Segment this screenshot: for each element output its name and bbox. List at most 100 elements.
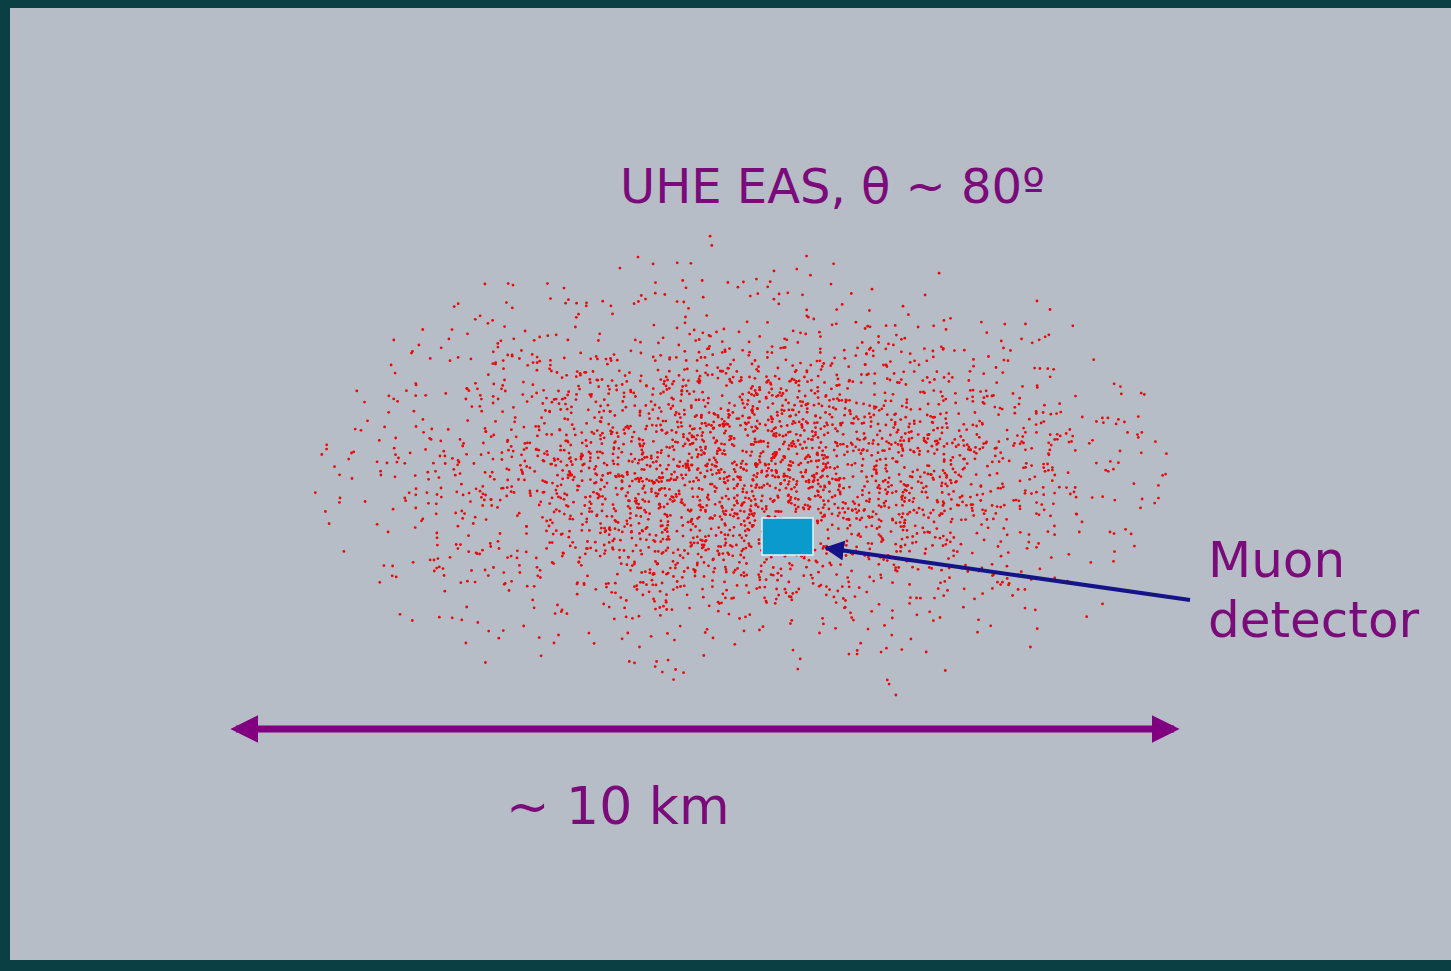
- muon-dot: [1013, 406, 1016, 409]
- muon-dot: [878, 518, 881, 521]
- muon-dot: [787, 402, 790, 405]
- muon-dot: [963, 349, 966, 352]
- muon-dot: [725, 510, 728, 513]
- muon-dot: [596, 379, 599, 382]
- muon-dot: [645, 527, 648, 530]
- muon-dot: [1074, 486, 1077, 489]
- muon-dot: [704, 535, 707, 538]
- muon-dot: [1067, 471, 1070, 474]
- muon-dot: [746, 517, 749, 520]
- muon-dot: [918, 453, 921, 456]
- muon-dot: [748, 513, 751, 516]
- muon-dot: [1109, 531, 1112, 534]
- muon-dot: [940, 569, 943, 572]
- muon-dot: [568, 518, 571, 521]
- muon-dot: [1049, 375, 1052, 378]
- muon-dot: [593, 416, 596, 419]
- muon-dot: [902, 439, 905, 442]
- muon-dot: [774, 487, 777, 490]
- muon-dot: [436, 544, 439, 547]
- muon-dot: [775, 598, 778, 601]
- muon-dot: [579, 374, 582, 377]
- muon-dot: [681, 524, 684, 527]
- muon-dot: [1075, 513, 1078, 516]
- muon-dot: [493, 478, 496, 481]
- muon-dot: [962, 423, 965, 426]
- muon-dot: [747, 421, 750, 424]
- muon-dot: [741, 460, 744, 463]
- muon-dot: [907, 426, 910, 429]
- muon-dot: [612, 462, 615, 465]
- muon-dot: [652, 598, 655, 601]
- muon-dot: [943, 445, 946, 448]
- muon-dot: [1042, 463, 1045, 466]
- muon-dot: [585, 301, 588, 304]
- muon-dot: [498, 547, 501, 550]
- muon-dot: [692, 480, 695, 483]
- muon-dot: [659, 590, 662, 593]
- muon-dot: [837, 527, 840, 530]
- muon-dot: [854, 354, 857, 357]
- muon-dot: [865, 526, 868, 529]
- muon-dot: [1036, 627, 1039, 630]
- muon-dot: [905, 383, 908, 386]
- muon-dot: [971, 507, 974, 510]
- muon-dot: [947, 493, 950, 496]
- muon-dot: [998, 460, 1001, 463]
- muon-dot: [758, 576, 761, 579]
- muon-dot: [855, 415, 858, 418]
- muon-dot: [1043, 404, 1046, 407]
- muon-dot: [761, 495, 764, 498]
- muon-dot: [917, 326, 920, 329]
- muon-dot: [912, 450, 915, 453]
- muon-dot: [795, 508, 798, 511]
- muon-dot: [644, 491, 647, 494]
- muon-dot: [883, 404, 886, 407]
- muon-dot: [771, 474, 774, 477]
- muon-dot: [574, 546, 577, 549]
- muon-dot: [501, 384, 504, 387]
- muon-dot: [765, 558, 768, 561]
- muon-dot: [728, 613, 731, 616]
- muon-dot: [671, 405, 674, 408]
- muon-dot: [1068, 441, 1071, 444]
- muon-dot: [690, 262, 693, 265]
- muon-dot: [916, 511, 919, 514]
- muon-dot: [998, 440, 1001, 443]
- slide-ground: [10, 8, 1451, 960]
- muon-dot: [828, 413, 831, 416]
- muon-dot: [787, 468, 790, 471]
- muon-dot: [609, 410, 612, 413]
- muon-dot: [440, 487, 443, 490]
- muon-dot: [932, 356, 935, 359]
- muon-dot: [621, 637, 624, 640]
- muon-dot: [839, 491, 842, 494]
- muon-dot: [645, 385, 648, 388]
- muon-dot: [780, 510, 783, 513]
- muon-dot: [480, 496, 483, 499]
- muon-dot: [625, 616, 628, 619]
- muon-dot: [891, 581, 894, 584]
- muon-dot: [880, 576, 883, 579]
- muon-dot: [750, 545, 753, 548]
- muon-dot: [521, 471, 524, 474]
- muon-dot: [652, 440, 655, 443]
- muon-dot: [817, 396, 820, 399]
- muon-dot: [900, 338, 903, 341]
- muon-dot: [900, 648, 903, 651]
- muon-dot: [603, 398, 606, 401]
- muon-dot: [644, 298, 647, 301]
- muon-dot: [721, 418, 724, 421]
- muon-dot: [1012, 392, 1015, 395]
- muon-dot: [535, 448, 538, 451]
- muon-dot: [676, 441, 679, 444]
- muon-dot: [600, 478, 603, 481]
- muon-dot: [1117, 418, 1120, 421]
- muon-dot: [796, 668, 799, 671]
- muon-dot: [631, 480, 634, 483]
- muon-dot: [900, 378, 903, 381]
- muon-dot: [723, 581, 726, 584]
- muon-dot: [747, 399, 750, 402]
- muon-dot: [899, 480, 902, 483]
- muon-dot: [351, 477, 354, 480]
